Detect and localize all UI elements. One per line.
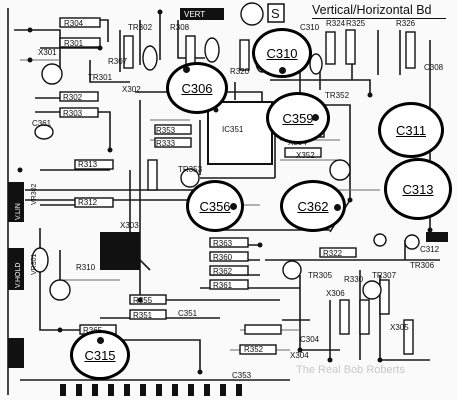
label-c353: C353 bbox=[232, 371, 252, 380]
label-r301: R301 bbox=[64, 39, 84, 48]
label-r326: R326 bbox=[396, 19, 416, 28]
label-c351: C351 bbox=[178, 309, 198, 318]
label-r307: R307 bbox=[108, 57, 128, 66]
label-x301: X301 bbox=[38, 48, 57, 57]
label-r303: R303 bbox=[63, 109, 83, 118]
label-tr302: TR302 bbox=[128, 23, 153, 32]
side-labels: V.LIN V.HOLD bbox=[15, 203, 22, 288]
callout-label-c310: C310 bbox=[266, 45, 298, 61]
label-r362: R362 bbox=[213, 267, 233, 276]
s-marker-box bbox=[267, 3, 285, 23]
label-tr306: TR306 bbox=[410, 261, 435, 270]
label-r320: R320 bbox=[230, 67, 250, 76]
callout-pin-c310 bbox=[279, 67, 286, 74]
callout-c313: C313 bbox=[384, 158, 452, 220]
label-tr307: TR307 bbox=[372, 271, 397, 280]
label-r324: R324 bbox=[326, 19, 346, 28]
callout-label-c362: C362 bbox=[297, 198, 329, 214]
callout-pin-c315 bbox=[97, 337, 104, 344]
label-tr301: TR301 bbox=[88, 73, 113, 82]
label-r312: R312 bbox=[78, 198, 98, 207]
label-r351: R351 bbox=[133, 311, 153, 320]
vertical-resistors bbox=[123, 29, 416, 355]
label-r304: R304 bbox=[64, 19, 84, 28]
dark-label-blocks bbox=[8, 8, 448, 368]
label-r353: R353 bbox=[156, 126, 176, 135]
label-ic351: IC351 bbox=[222, 125, 244, 134]
label-x304: X304 bbox=[290, 351, 309, 360]
label-c310b: C310 bbox=[300, 23, 320, 32]
label-vr302: VR302 bbox=[31, 183, 38, 205]
label-r352: R352 bbox=[244, 345, 264, 354]
label-c308: C308 bbox=[424, 63, 444, 72]
label-r302: R302 bbox=[63, 93, 83, 102]
transistors bbox=[41, 63, 382, 301]
label-vr301: VR301 bbox=[31, 253, 38, 275]
callout-pin-c359 bbox=[312, 114, 319, 121]
callout-c359: C359 bbox=[266, 92, 330, 144]
label-r310: R310 bbox=[76, 263, 96, 272]
label-r333: R333 bbox=[156, 139, 176, 148]
callout-label-c313: C313 bbox=[402, 181, 434, 197]
label-r361: R361 bbox=[213, 281, 233, 290]
label-tr305: TR305 bbox=[308, 271, 333, 280]
callout-label-c356: C356 bbox=[199, 198, 231, 214]
label-c312: C312 bbox=[420, 245, 440, 254]
label-c361: C361 bbox=[32, 119, 52, 128]
label-s: S bbox=[271, 6, 280, 21]
label-x306: X306 bbox=[326, 289, 345, 298]
label-vlin: V.LIN bbox=[15, 203, 22, 220]
callout-label-c311: C311 bbox=[395, 122, 427, 138]
board-title: Vertical/Horizontal Bd bbox=[312, 3, 432, 17]
label-r308: R308 bbox=[170, 23, 190, 32]
label-r363: R363 bbox=[213, 239, 233, 248]
callout-label-c359: C359 bbox=[282, 110, 314, 126]
label-tr352: TR352 bbox=[325, 91, 350, 100]
label-x305: X305 bbox=[390, 323, 409, 332]
label-r330: R330 bbox=[344, 275, 364, 284]
callout-pin-c306 bbox=[183, 66, 190, 73]
callout-label-c306: C306 bbox=[181, 80, 213, 96]
label-x302: X302 bbox=[122, 85, 141, 94]
label-r360: R360 bbox=[213, 253, 233, 262]
title-underline bbox=[312, 18, 446, 19]
watermark-text: The Real Bob Roberts bbox=[296, 364, 405, 376]
label-c304: C304 bbox=[300, 335, 320, 344]
label-x303: X303 bbox=[120, 221, 139, 230]
label-x352: X352 bbox=[296, 151, 315, 160]
callout-pin-c356 bbox=[230, 203, 237, 210]
callout-c311: C311 bbox=[378, 102, 444, 158]
label-r355: R355 bbox=[133, 296, 153, 305]
label-tr353: TR353 bbox=[178, 165, 203, 174]
label-r325: R325 bbox=[346, 19, 366, 28]
callout-label-c315: C315 bbox=[84, 347, 116, 363]
label-r313: R313 bbox=[78, 160, 98, 169]
label-vert: VERT bbox=[184, 10, 205, 19]
callout-pin-c362 bbox=[334, 204, 341, 211]
callout-c306: C306 bbox=[166, 62, 228, 114]
vr-labels: VR302 VR301 bbox=[31, 183, 38, 275]
connector-pins bbox=[60, 384, 242, 396]
label-vhold: V.HOLD bbox=[15, 263, 22, 288]
label-r322: R322 bbox=[323, 249, 343, 258]
